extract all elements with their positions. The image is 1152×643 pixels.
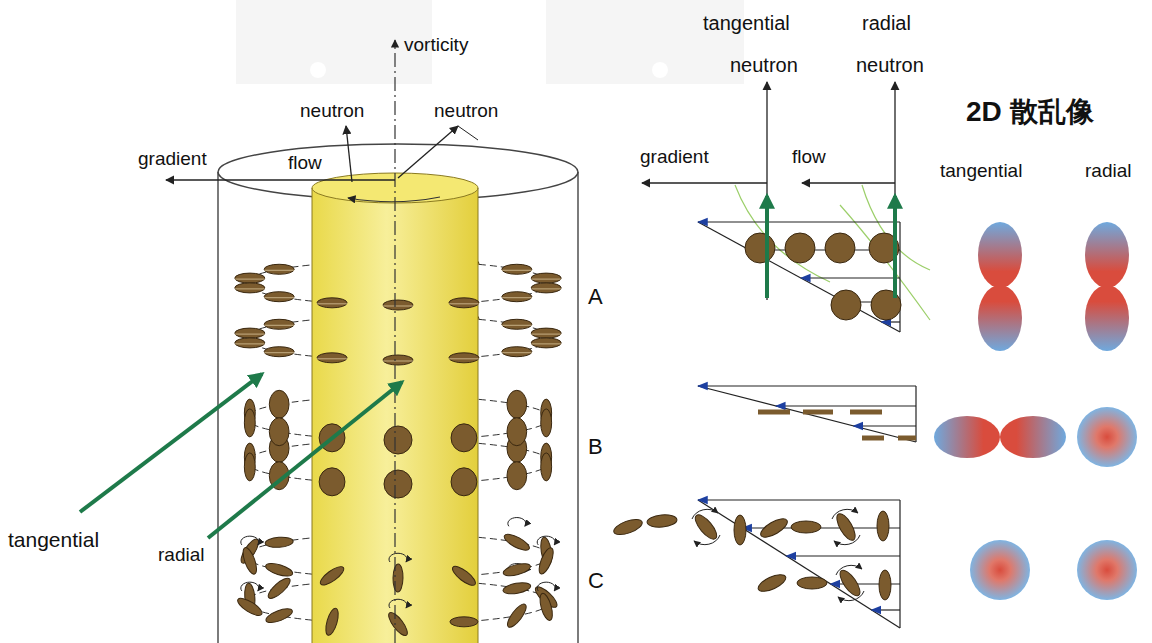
pattern-heading: 2D 散乱像	[966, 96, 1094, 128]
streamlines	[735, 185, 930, 320]
beam-label: neutron	[730, 54, 798, 77]
axis-label: flow	[288, 152, 322, 174]
beam-label: radial	[862, 12, 911, 35]
axis-label: gradient	[138, 148, 207, 170]
pattern-label: tangential	[940, 160, 1022, 182]
outer-cylinder	[218, 144, 578, 643]
axis-label: vorticity	[404, 34, 468, 56]
row-letter: A	[588, 284, 603, 309]
beam-label: tangential	[8, 528, 99, 552]
panel-axes	[642, 82, 895, 300]
show-through	[236, 0, 744, 84]
axis-label: gradient	[640, 146, 709, 168]
beam-label: tangential	[703, 12, 790, 35]
scattering-patterns	[934, 222, 1137, 600]
row-letter: C	[588, 568, 604, 593]
beam-label: neutron	[434, 100, 498, 122]
row-letter: B	[588, 434, 603, 459]
neutron-beams	[80, 374, 402, 538]
pattern-label: radial	[1085, 160, 1131, 182]
beam-label: neutron	[300, 100, 364, 122]
beam-label: radial	[158, 544, 204, 566]
beam-label: neutron	[856, 54, 924, 77]
shear-panels	[612, 196, 916, 628]
axes-arrows	[166, 40, 478, 643]
axis-label: flow	[792, 146, 826, 168]
disc-layer-front	[235, 283, 561, 638]
